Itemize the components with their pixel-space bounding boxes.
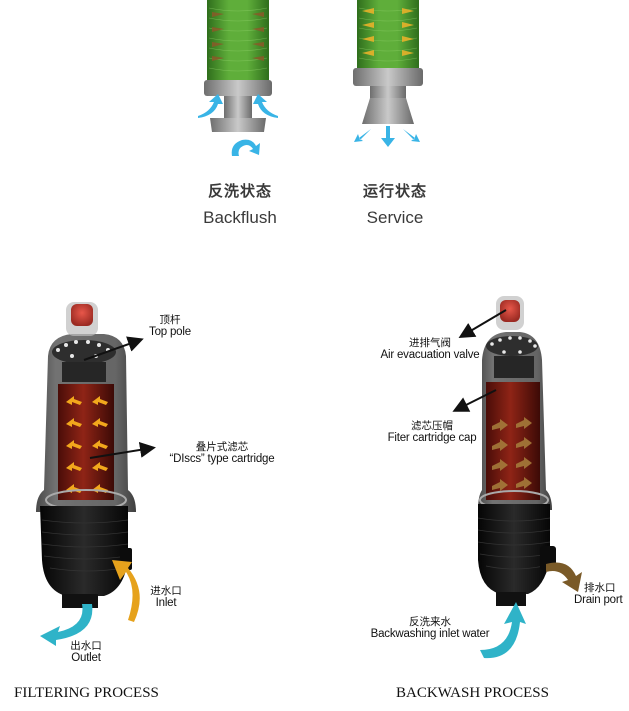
inlet-label-cn: 进水口 bbox=[150, 585, 182, 597]
inlet-flow-arrow-icon bbox=[112, 560, 140, 622]
inlet-label-en: Inlet bbox=[155, 597, 177, 609]
backwash-filter-illustration bbox=[452, 296, 582, 659]
drain-port-label-cn: 排水口 bbox=[584, 582, 616, 594]
cartridge-label-en: “DIscs” type cartridge bbox=[169, 453, 275, 465]
service-label-en: Service bbox=[366, 208, 424, 227]
air-valve-label-en: Air evacuation valve bbox=[380, 349, 480, 361]
outlet-label-en: Outlet bbox=[71, 652, 101, 664]
cartridge-cap-label-en: Fiter cartridge cap bbox=[387, 432, 477, 444]
top-pole-label-en: Top pole bbox=[149, 326, 191, 338]
service-disc-stack-illustration bbox=[353, 0, 423, 147]
drain-flow-arrow-icon bbox=[546, 562, 582, 592]
drain-port-label: 排水口 Drain port bbox=[574, 582, 629, 606]
drain-port-label-en: Drain port bbox=[574, 594, 623, 606]
top-pole-label: 顶杆 Top pole bbox=[140, 314, 200, 338]
air-valve-label-cn: 进排气阀 bbox=[409, 337, 451, 349]
air-valve-label: 进排气阀 Air evacuation valve bbox=[380, 337, 480, 361]
backwash-process-caption: BACKWASH PROCESS bbox=[396, 685, 549, 701]
outlet-label-cn: 出水口 bbox=[70, 640, 102, 652]
cartridge-label: 叠片式滤芯 “DIscs” type cartridge bbox=[156, 441, 288, 465]
cartridge-cap-label: 滤芯压帽 Fiter cartridge cap bbox=[384, 420, 480, 444]
backflush-disc-stack-illustration bbox=[198, 0, 278, 156]
backwash-inlet-label-en: Backwashing inlet water bbox=[370, 628, 490, 640]
backwash-inlet-flow-arrow-icon bbox=[480, 602, 526, 659]
backflush-label-en: Backflush bbox=[203, 208, 277, 227]
service-label-cn: 运行状态 bbox=[362, 182, 427, 200]
backflush-label-cn: 反洗状态 bbox=[207, 182, 272, 200]
backwash-inlet-label: 反洗来水 Backwashing inlet water bbox=[368, 616, 492, 640]
cartridge-label-cn: 叠片式滤芯 bbox=[195, 441, 249, 453]
outlet-flow-arrow-icon bbox=[40, 604, 93, 646]
filtering-filter-illustration bbox=[36, 302, 156, 646]
top-pole-label-cn: 顶杆 bbox=[159, 314, 181, 326]
cartridge-cap-label-cn: 滤芯压帽 bbox=[411, 420, 453, 432]
filtering-process-caption: FILTERING PROCESS bbox=[14, 685, 159, 701]
inlet-label: 进水口 Inlet bbox=[144, 585, 188, 609]
backwash-inlet-label-cn: 反洗来水 bbox=[409, 616, 451, 628]
outlet-label: 出水口 Outlet bbox=[64, 640, 108, 664]
